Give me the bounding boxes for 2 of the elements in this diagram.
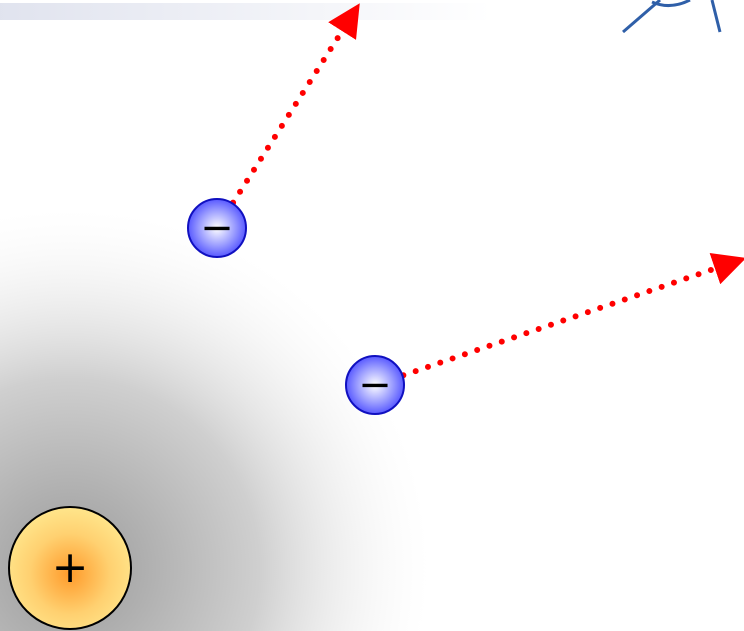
motion-arrow bbox=[230, 3, 361, 206]
motion-arrow bbox=[400, 253, 744, 378]
